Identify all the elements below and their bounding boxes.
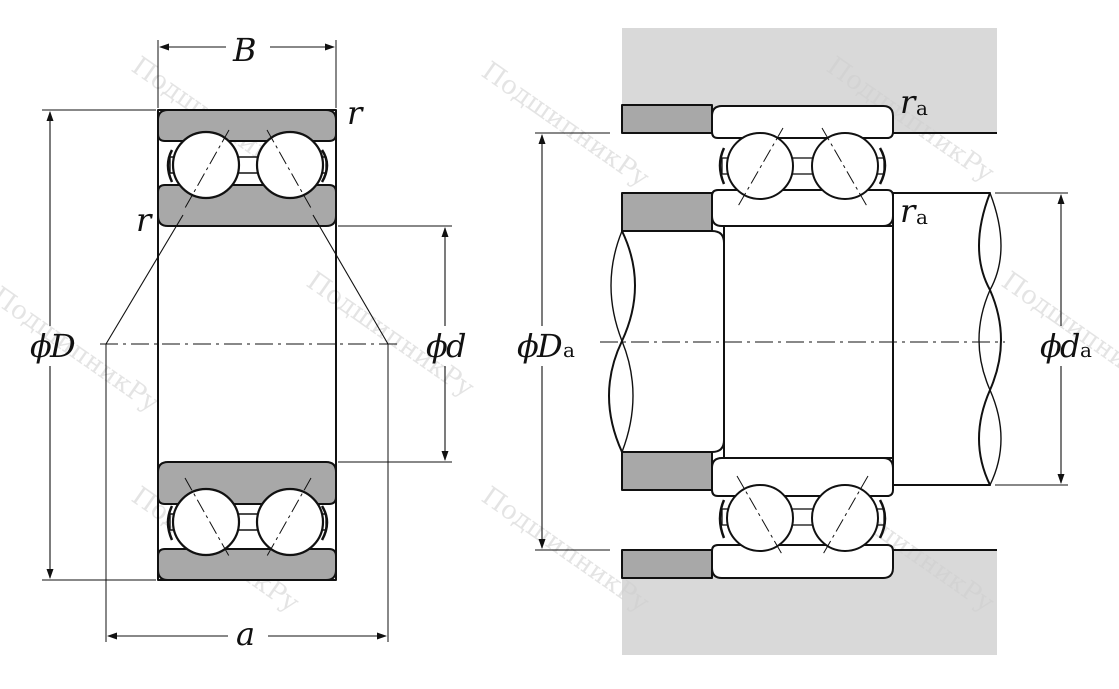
shaft-right — [892, 192, 1002, 486]
shaft-left-break — [610, 230, 634, 453]
label-da: d — [1060, 327, 1080, 365]
watermark-4: ПодшипникРу — [0, 281, 164, 418]
shaft-spacer-bottom — [621, 451, 713, 491]
right-top-inner-ring — [711, 189, 894, 227]
left-bottom-outer-ring — [157, 548, 337, 581]
shaft-right-break — [978, 192, 1002, 486]
right-bottom-ball-2 — [811, 484, 879, 552]
right-bottom-cage — [718, 499, 887, 539]
label-r-mid: r — [136, 201, 153, 239]
left-dimensions: B ϕ D ϕ d a r r — [30, 31, 466, 653]
right-contact-line-bottom-2 — [821, 475, 869, 557]
label-d: d — [446, 327, 466, 365]
label-a: a — [236, 615, 255, 653]
right-top-cage — [718, 147, 887, 185]
left-bottom-ball-2 — [255, 487, 325, 557]
label-r-top: r — [347, 94, 364, 132]
label-D: D — [49, 327, 76, 365]
label-d-phi: ϕ — [426, 327, 448, 365]
left-load-line-1 — [105, 214, 184, 345]
left-contact-line-bottom-1 — [184, 477, 230, 557]
left-bottom-ball-1 — [171, 487, 241, 557]
right-top-ball-2 — [811, 132, 879, 200]
left-bearing — [100, 109, 400, 581]
right-bottom-outer-ring — [711, 544, 894, 579]
label-ra-top: r — [900, 83, 917, 121]
left-top-cage — [166, 149, 329, 183]
label-Da-sub: a — [563, 338, 575, 362]
left-top-cage-bar — [169, 156, 327, 174]
right-bearing — [600, 105, 1005, 579]
right-bottom-ball-1 — [726, 484, 794, 552]
right-bottom-inner-ring — [711, 457, 894, 497]
label-Da-phi: ϕ — [517, 327, 539, 365]
left-top-ball-2 — [255, 130, 325, 200]
left-top-ball-1 — [171, 130, 241, 200]
right-contact-line-top-2 — [821, 127, 869, 209]
label-ra-mid-sub: a — [916, 205, 928, 229]
right-bottom-cage-bar — [721, 508, 885, 526]
housing-shoulder-bottom — [621, 549, 713, 579]
label-B: B — [232, 31, 257, 69]
label-D-phi: ϕ — [30, 327, 52, 365]
label-Da: D — [536, 327, 563, 365]
right-contact-line-bottom-1 — [736, 475, 784, 557]
label-da-phi: ϕ — [1040, 327, 1062, 365]
left-contact-line-top-2 — [266, 129, 312, 209]
label-ra-mid: r — [900, 192, 917, 230]
left-bottom-cage — [166, 505, 329, 541]
label-ra-top-sub: a — [916, 96, 928, 120]
right-top-cage-bar — [721, 157, 885, 175]
shaft-spacer-top — [621, 192, 713, 232]
left-load-line-2 — [312, 214, 389, 345]
right-top-outer-ring — [711, 105, 894, 139]
right-top-ball-1 — [726, 132, 794, 200]
label-da-sub: a — [1080, 338, 1092, 362]
right-contact-line-top-1 — [736, 127, 784, 209]
left-contact-line-bottom-2 — [266, 477, 312, 557]
left-contact-line-top-1 — [184, 129, 230, 209]
left-top-outer-ring — [157, 109, 337, 142]
right-dimensions: ϕ D a ϕ d a r a r a — [517, 83, 1092, 551]
left-bottom-cage-bar — [169, 513, 327, 531]
housing-shoulder-top — [621, 104, 713, 134]
